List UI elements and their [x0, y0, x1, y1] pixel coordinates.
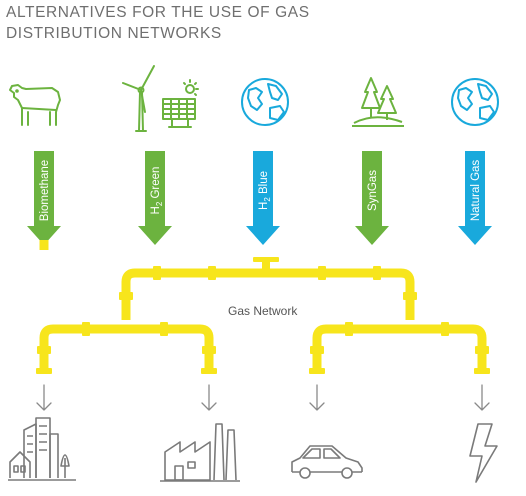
consumer-arrows	[36, 384, 490, 411]
gas-network-pipes	[39, 240, 487, 372]
title-line-2: DISTRIBUTION NETWORKS	[6, 25, 222, 42]
arrow-shape	[27, 151, 61, 245]
source-arrow: Biomethane	[27, 151, 61, 245]
page-title: ALTERNATIVES FOR THE USE OF GAS DISTRIBU…	[6, 2, 406, 44]
pipe-flanges	[36, 257, 490, 374]
lightning-icon	[469, 423, 498, 483]
arrow-shape	[355, 151, 389, 245]
arrow-shape	[458, 151, 492, 245]
source-label: Biomethane	[39, 160, 51, 221]
arrow-shape	[138, 151, 172, 245]
source-arrow: SynGas	[355, 151, 389, 245]
source-label: SynGas	[367, 170, 379, 211]
forest-icon	[352, 77, 404, 127]
globe-icon	[451, 78, 499, 126]
source-label: H2 Blue	[258, 171, 272, 210]
source-arrow: H2 Green	[138, 151, 172, 245]
source-label: Natural Gas	[470, 160, 482, 222]
source-arrow: Natural Gas	[458, 151, 492, 245]
gas-network-label: Gas Network	[228, 304, 298, 318]
source-arrow: H2 Blue	[246, 151, 280, 245]
wind-solar-icon	[122, 65, 199, 132]
source-label: H2 Green	[150, 167, 164, 215]
factory-icon	[160, 423, 240, 482]
car-icon	[291, 445, 363, 479]
arrow-shape	[246, 151, 280, 245]
globe-icon	[241, 78, 289, 126]
cow-icon	[9, 84, 61, 126]
source-arrows: Biomethane H2 Green H2 Blue SynGas Natural G…	[27, 151, 492, 245]
title-line-1: ALTERNATIVES FOR THE USE OF GAS	[6, 4, 310, 21]
city-icon	[8, 417, 76, 481]
